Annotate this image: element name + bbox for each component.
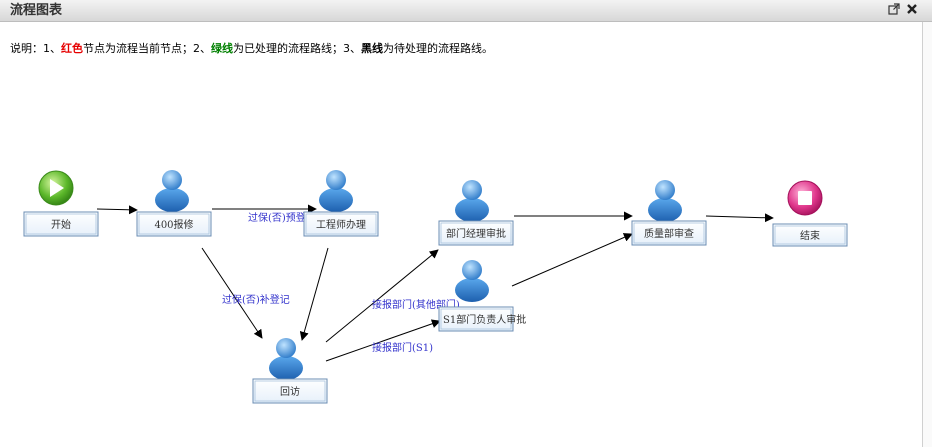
titlebar: 流程图表	[0, 0, 932, 22]
node-quality-label: 质量部审查	[644, 227, 694, 240]
edge-label-to-revisit: 过保(否)补登记	[222, 293, 290, 306]
edge-revisit-to-dept	[325, 249, 439, 343]
node-s1-label: S1部门负责人审批	[443, 313, 526, 326]
desc-green-word: 绿线	[211, 42, 233, 55]
close-icon[interactable]	[905, 3, 919, 17]
node-start[interactable]: 开始	[23, 170, 99, 237]
node-start-label: 开始	[51, 218, 71, 231]
start-play-icon	[38, 170, 74, 206]
node-400-label: 400报修	[154, 218, 193, 231]
node-400-repair[interactable]: 400报修	[136, 170, 212, 237]
node-quality[interactable]: 质量部审查	[631, 180, 707, 246]
edge-start-to-400	[96, 205, 138, 215]
node-end-label: 结束	[800, 229, 820, 242]
node-engineer[interactable]: 工程师办理	[303, 170, 379, 237]
edge-s1-to-quality	[511, 233, 633, 287]
desc-part2: 为已处理的流程路线；3、	[233, 42, 361, 55]
desc-black-word: 黑线	[361, 42, 383, 55]
edges	[96, 204, 774, 362]
node-s1-dept[interactable]: S1部门负责人审批	[438, 260, 526, 332]
user-icon	[155, 170, 189, 212]
node-dept-manager[interactable]: 部门经理审批	[438, 180, 514, 246]
node-revisit-label: 回访	[280, 386, 300, 398]
vertical-scrollbar[interactable]	[922, 22, 932, 447]
desc-part1: 节点为流程当前节点；2、	[83, 42, 211, 55]
node-revisit[interactable]: 回访	[252, 338, 328, 404]
edge-400-to-revisit	[201, 247, 263, 339]
popout-icon[interactable]	[887, 3, 901, 17]
user-icon	[319, 170, 353, 212]
user-icon	[455, 260, 489, 302]
end-stop-icon	[787, 180, 823, 216]
user-icon	[269, 338, 303, 380]
desc-prefix: 说明：1、	[10, 42, 61, 55]
window-title: 流程图表	[10, 3, 63, 18]
edge-quality-to-end	[705, 213, 774, 223]
edge-label-to-s1: 接报部门(S1)	[372, 341, 433, 354]
edge-engineer-to-revisit	[299, 247, 329, 341]
legend-description: 说明：1、红色节点为流程当前节点；2、绿线为已处理的流程路线；3、黑线为待处理的…	[10, 42, 493, 56]
node-engineer-label: 工程师办理	[316, 218, 366, 231]
user-icon	[648, 180, 682, 222]
desc-part3: 为待处理的流程路线。	[383, 42, 493, 55]
edge-label-to-dept-other: 接报部门(其他部门)	[372, 298, 460, 311]
desc-red-word: 红色	[61, 42, 83, 55]
user-icon	[455, 180, 489, 222]
edge-label-to-engineer: 过保(否)预登记	[248, 211, 316, 224]
node-dept-manager-label: 部门经理审批	[446, 227, 506, 240]
edge-revisit-to-s1	[325, 319, 441, 362]
node-end[interactable]: 结束	[772, 180, 848, 247]
